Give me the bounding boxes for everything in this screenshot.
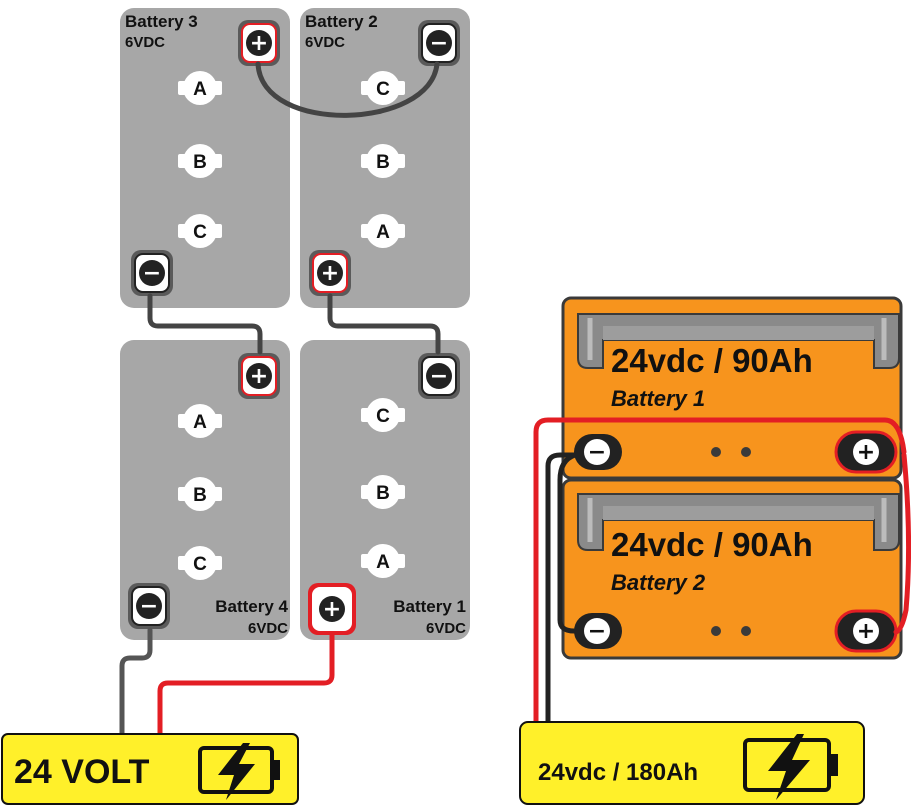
battery-2-negative-terminal: − [418,20,460,66]
battery-2-cell-2: B [376,152,390,173]
battery-2-24v: 24vdc / 90Ah Battery 2 − + [561,478,903,660]
output-label-24v: 24 VOLT [1,733,299,805]
battery-3-cell-3: C [193,222,207,243]
battery-2-24v-rating: 24vdc / 90Ah [611,526,813,563]
battery-1-6v-positive-terminal: + [308,583,356,635]
battery-1-6v-positive-symbol: + [323,597,341,622]
wire-b3neg-b4pos [147,293,263,355]
battery-1-24v-positive-symbol: + [857,440,875,465]
wire-negative-jumper [557,452,578,634]
right-bank-wires [533,417,911,725]
left-bank-wires [119,61,441,743]
battery-4-negative-symbol: − [140,594,158,619]
battery-1-24v: 24vdc / 90Ah Battery 1 − + [561,296,903,480]
battery-1-24v-negative-symbol: − [588,440,606,465]
battery-2-24v-name: Battery 2 [611,570,706,595]
battery-1-24v-positive-terminal: + [834,430,898,474]
battery-3-negative-symbol: − [143,261,161,286]
battery-4-positive-terminal: + [238,353,280,399]
battery-3-positive-symbol: + [250,31,268,56]
battery-2-24v-positive-symbol: + [857,619,875,644]
battery-2-cell-1: C [376,79,390,100]
battery-2-24v-positive-terminal: + [834,609,898,653]
wire-positive-out [157,632,335,743]
battery-1-6v-negative-symbol: − [430,364,448,389]
battery-3-cell-1: A [193,79,207,100]
wire-negative-bus [545,452,583,725]
lightning-battery-icon [198,743,280,800]
battery-4-name: Battery 4 [215,597,288,616]
wire-positive-bus [533,417,907,725]
lightning-battery-icon-2 [743,734,838,800]
battery-1-6v: C B A Battery 1 6VDC − + [300,340,470,640]
battery-3-voltage: 6VDC [125,34,165,51]
battery-2-positive-terminal: + [309,250,351,296]
wire-positive-jumper [893,452,911,635]
wire-b2pos-b1neg [327,293,441,355]
battery-1-24v-negative-terminal: − [574,434,622,470]
battery-4-positive-symbol: + [250,364,268,389]
battery-2-24v-negative-terminal: − [574,613,622,649]
battery-2-voltage: 6VDC [305,34,345,51]
battery-4-cell-3: C [193,554,207,575]
battery-4: A B C Battery 4 6VDC + − [120,340,290,640]
battery-4-negative-terminal: − [128,583,170,629]
battery-2-negative-symbol: − [430,31,448,56]
battery-1-6v-cell-2: B [376,483,390,504]
output-label-24v-text: 24 VOLT [14,753,150,791]
battery-1-24v-rating: 24vdc / 90Ah [611,342,813,379]
battery-1-6v-voltage: 6VDC [426,620,466,637]
battery-4-cell-1: A [193,412,207,433]
battery-3-positive-terminal: + [238,20,280,66]
battery-1-6v-negative-terminal: − [418,353,460,399]
left-bank: Battery 3 6VDC A B C + − [1,8,470,805]
output-label-180ah: 24vdc / 180Ah [519,721,865,805]
battery-3-name: Battery 3 [125,12,198,31]
battery-2-cell-3: A [376,222,390,243]
wire-b3pos-b2neg [255,61,440,118]
battery-1-6v-cell-1: C [376,406,390,427]
battery-1-6v-name: Battery 1 [393,597,466,616]
right-bank: 24vdc / 90Ah Battery 1 − + 24vdc / 90Ah … [519,296,911,805]
output-label-180ah-text: 24vdc / 180Ah [538,759,698,786]
battery-3-cell-2: B [193,152,207,173]
battery-2-name: Battery 2 [305,12,378,31]
wire-negative-out [119,627,153,743]
battery-2: Battery 2 6VDC C B A − + [300,8,470,308]
battery-3-negative-terminal: − [131,250,173,296]
battery-2-positive-symbol: + [321,261,339,286]
battery-1-6v-cell-3: A [376,552,390,573]
battery-4-voltage: 6VDC [248,620,288,637]
battery-1-24v-name: Battery 1 [611,386,705,411]
battery-4-cell-2: B [193,485,207,506]
battery-2-24v-negative-symbol: − [588,619,606,644]
battery-3: Battery 3 6VDC A B C + − [120,8,290,308]
